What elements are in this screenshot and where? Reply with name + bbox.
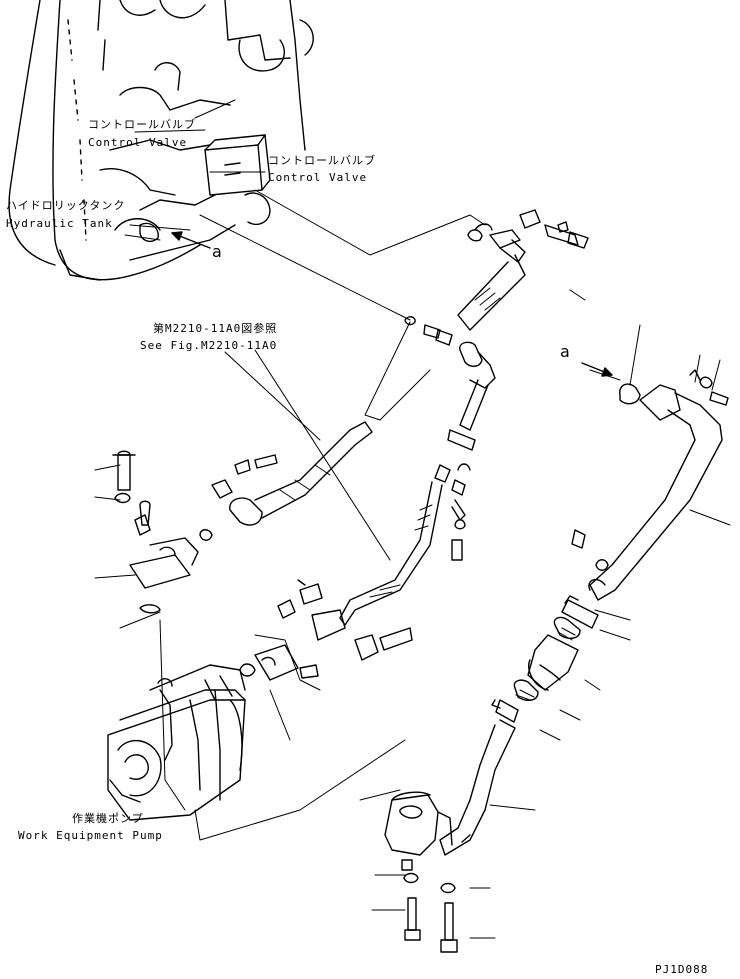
work-equipment-pump: [107, 664, 246, 821]
upper-tube: [404, 209, 589, 346]
left-bolt: [117, 450, 151, 526]
see-fig-label-en: See Fig.M2210-11A0: [140, 339, 278, 352]
control-valve-label-en-1: Control Valve: [88, 136, 188, 149]
hydraulic-tank-label-en: Hydraulic Tank: [6, 217, 113, 230]
ref-arrow-a-left: [171, 231, 211, 249]
hydraulic-tank-assembly: [8, 0, 314, 281]
hose-joint: [491, 595, 599, 723]
left-hose: [199, 421, 373, 541]
bottom-bolts: [403, 872, 458, 953]
ref-label-a-right: a: [560, 342, 570, 361]
pump-top-fitting: [112, 454, 199, 614]
middle-hose: [339, 341, 496, 626]
ref-arrow-a-right: [581, 362, 613, 377]
control-valve-label-jp-1: コントロールバルブ: [88, 118, 196, 131]
drawing-number: PJ1D088: [655, 963, 709, 976]
control-valve-label-en-2: Control Valve: [268, 171, 368, 184]
leader-lines: [94, 99, 731, 939]
control-valve-label-jp-2: コントロールバルブ: [268, 154, 376, 167]
right-suction-tube: [571, 369, 729, 601]
ref-label-a-left: a: [212, 242, 222, 261]
pump-label-en: Work Equipment Pump: [18, 829, 163, 842]
hydraulic-tank-label-jp: ハイドロリックタンク: [6, 199, 126, 212]
see-fig-label-jp: 第M2210-11A0図参照: [153, 322, 278, 335]
pump-label-jp: 作業機ポンプ: [72, 812, 144, 825]
pump-outlet-flanges: [239, 579, 413, 681]
lower-suction-tube: [384, 719, 516, 871]
